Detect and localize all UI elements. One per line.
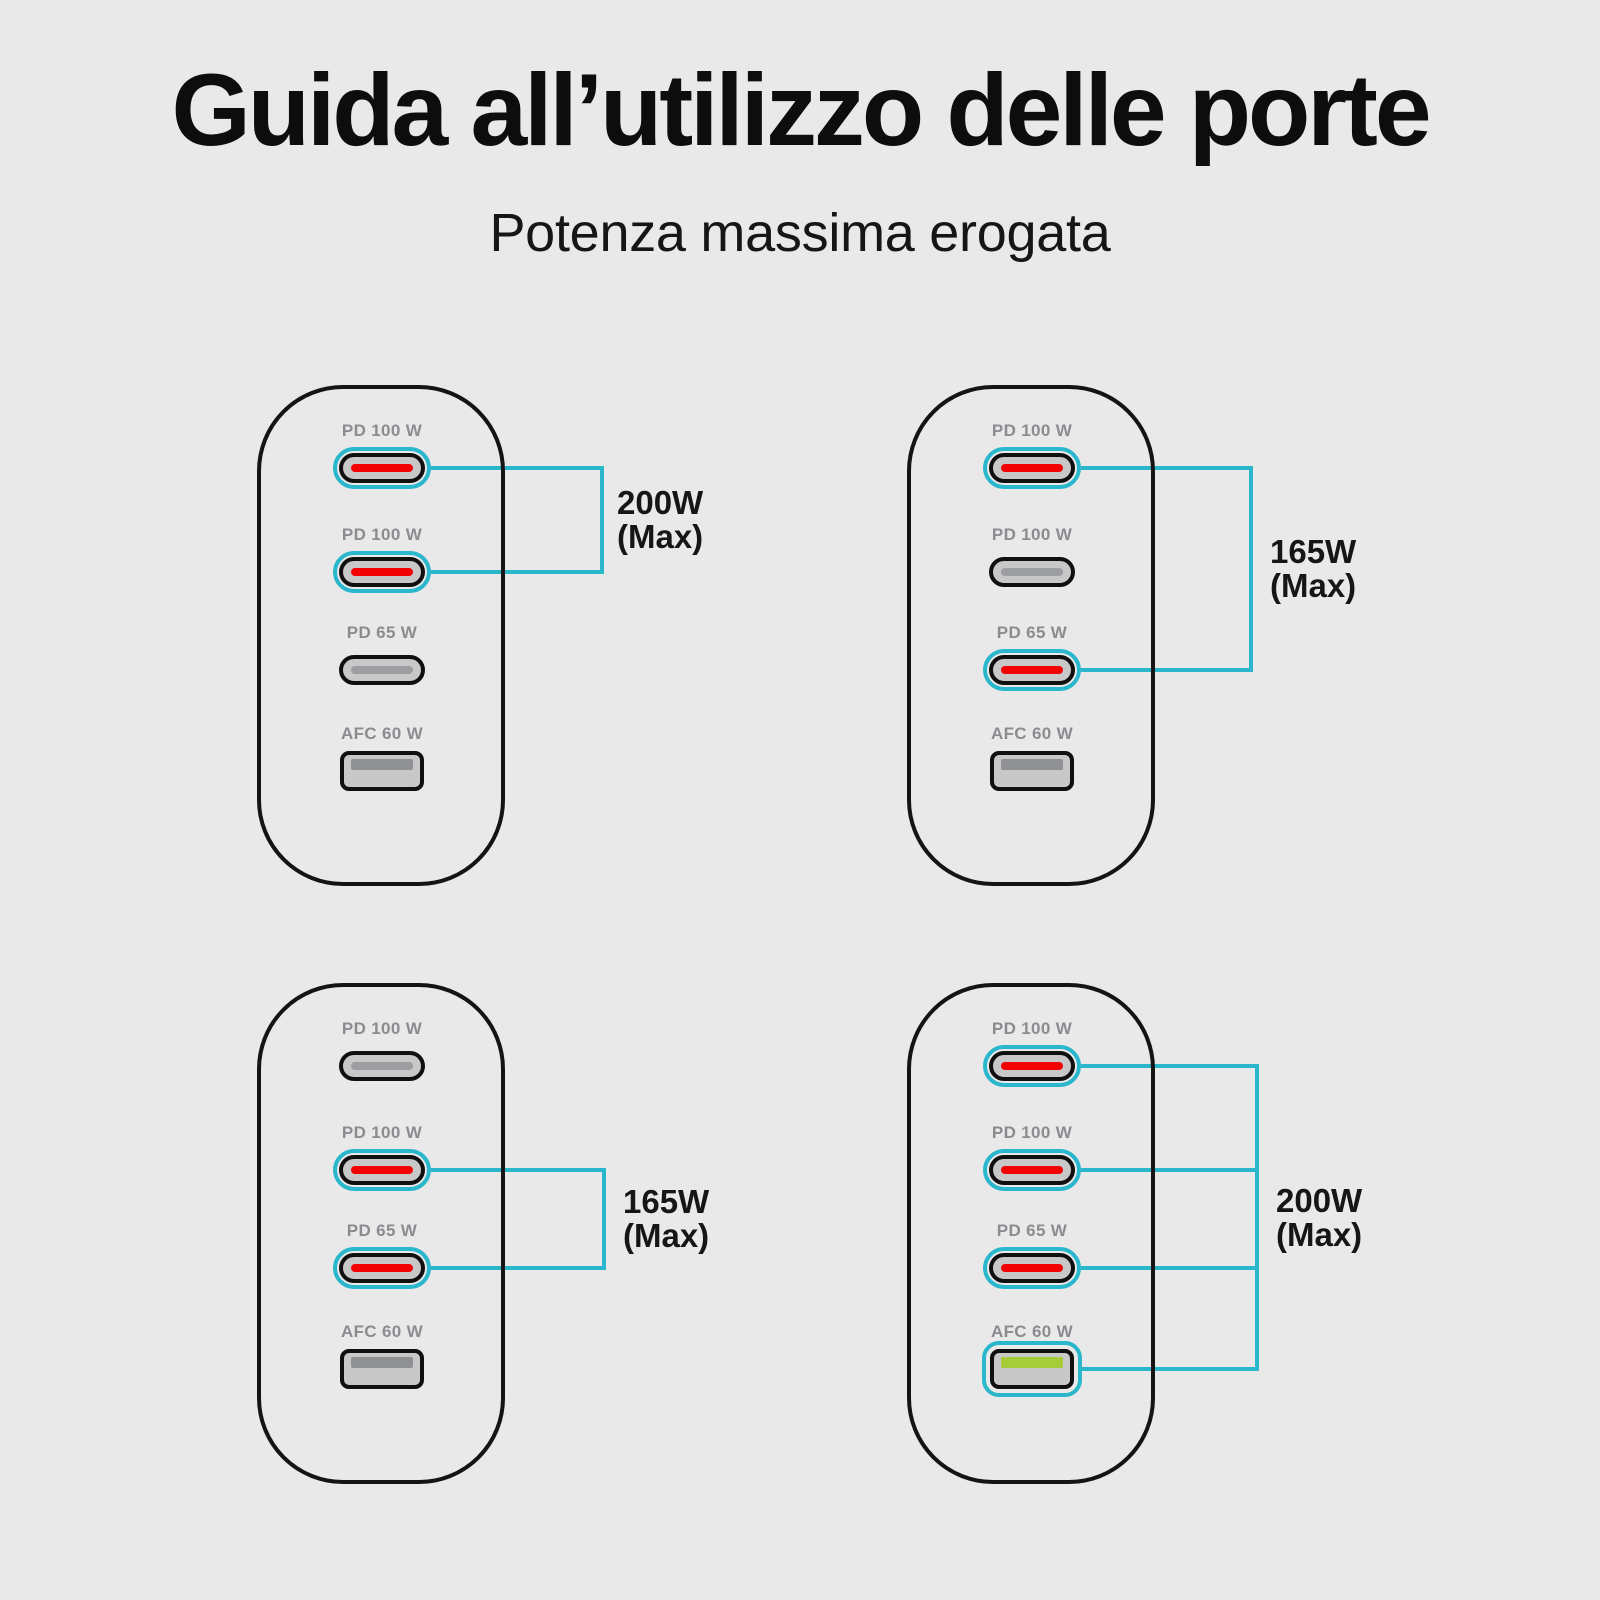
usb-c-port [339, 557, 425, 587]
usb-c-port [339, 1155, 425, 1185]
wattage-callout: 165W(Max) [1270, 535, 1356, 603]
usb-c-port [339, 1253, 425, 1283]
usb-c-port [989, 1155, 1075, 1185]
port-label: AFC 60 W [990, 724, 1074, 743]
port-label: PD 65 W [996, 623, 1068, 642]
port-highlight-ring [983, 1149, 1081, 1191]
port-label: PD 100 W [341, 1123, 423, 1142]
wattage-max-label: (Max) [1276, 1215, 1363, 1253]
connector-line-horizontal [1081, 1168, 1259, 1172]
usb-c-pin-bar [1001, 1166, 1063, 1174]
port-label: AFC 60 W [990, 1322, 1074, 1341]
wattage-value: 165W [1270, 533, 1357, 570]
usb-c-pin-bar [1001, 1062, 1063, 1070]
usb-c-pin-bar [351, 666, 413, 674]
port-highlight-ring [983, 1247, 1081, 1289]
connector-line-horizontal [1081, 1064, 1259, 1068]
charger-body-bottom-right [907, 983, 1155, 1484]
connector-line-vertical [600, 466, 604, 574]
wattage-callout: 165W(Max) [623, 1185, 709, 1253]
connector-line-horizontal [1081, 1367, 1259, 1371]
port-label: PD 100 W [991, 421, 1073, 440]
connector-line-horizontal [431, 1168, 606, 1172]
port-highlight-ring [333, 447, 431, 489]
usb-a-port [990, 1349, 1074, 1389]
usb-c-port [989, 557, 1075, 587]
usb-c-pin-bar [1001, 666, 1063, 674]
connector-line-vertical [602, 1168, 606, 1270]
port-label: AFC 60 W [340, 724, 424, 743]
port-highlight-ring [333, 1149, 431, 1191]
wattage-max-label: (Max) [617, 518, 704, 555]
port-label: PD 100 W [991, 1123, 1073, 1142]
usb-c-pin-bar [1001, 568, 1063, 576]
usb-c-pin-bar [351, 464, 413, 472]
connector-line-horizontal [1081, 466, 1253, 470]
usb-c-port [339, 655, 425, 685]
port-highlight-ring [983, 649, 1081, 691]
port-label: PD 100 W [341, 421, 423, 440]
port-highlight-ring [982, 1341, 1082, 1397]
wattage-value: 200W [1276, 1181, 1363, 1219]
usb-c-pin-bar [351, 1062, 413, 1070]
port-highlight-ring [983, 1045, 1081, 1087]
port-label: PD 100 W [341, 525, 423, 544]
page-subtitle: Potenza massima erogata [489, 203, 1111, 263]
usb-c-pin-bar [351, 568, 413, 576]
usb-c-port [989, 655, 1075, 685]
wattage-value: 165W [623, 1183, 710, 1220]
charger-body-top-right [907, 385, 1155, 886]
connector-line-horizontal [1081, 1266, 1259, 1270]
usb-c-port [989, 1051, 1075, 1081]
port-highlight-ring [983, 447, 1081, 489]
usb-a-port [990, 751, 1074, 791]
port-highlight-ring [333, 1247, 431, 1289]
connector-line-horizontal [1081, 668, 1253, 672]
wattage-max-label: (Max) [623, 1217, 710, 1254]
charger-body-top-left [257, 385, 505, 886]
wattage-value: 200W [617, 484, 704, 521]
port-label: PD 100 W [341, 1019, 423, 1038]
usb-c-port [339, 1051, 425, 1081]
usb-a-port [340, 1349, 424, 1389]
port-highlight-ring [333, 551, 431, 593]
connector-line-horizontal [431, 466, 604, 470]
usb-a-tongue [351, 1357, 413, 1368]
usb-c-pin-bar [1001, 464, 1063, 472]
connector-line-vertical [1255, 1064, 1259, 1371]
port-label: PD 65 W [346, 623, 418, 642]
port-label: PD 100 W [991, 1019, 1073, 1038]
usb-c-port [989, 1253, 1075, 1283]
port-label: PD 100 W [991, 525, 1073, 544]
connector-line-horizontal [431, 1266, 606, 1270]
usb-a-tongue [351, 759, 413, 770]
connector-line-vertical [1249, 466, 1253, 672]
usb-c-pin-bar [1001, 1264, 1063, 1272]
page-title: Guida all’utilizzo delle porte [171, 53, 1431, 167]
port-label: AFC 60 W [340, 1322, 424, 1341]
usb-a-tongue [1001, 759, 1063, 770]
wattage-max-label: (Max) [1270, 567, 1357, 604]
port-label: PD 65 W [996, 1221, 1068, 1240]
charger-body-bottom-left [257, 983, 505, 1484]
usb-c-port [989, 453, 1075, 483]
usb-c-port [339, 453, 425, 483]
usb-c-pin-bar [351, 1264, 413, 1272]
usb-c-pin-bar [351, 1166, 413, 1174]
connector-line-horizontal [431, 570, 604, 574]
wattage-callout: 200W(Max) [617, 486, 703, 554]
wattage-callout: 200W(Max) [1276, 1181, 1363, 1253]
usb-a-port [340, 751, 424, 791]
port-label: PD 65 W [346, 1221, 418, 1240]
usb-a-tongue [1001, 1357, 1063, 1368]
